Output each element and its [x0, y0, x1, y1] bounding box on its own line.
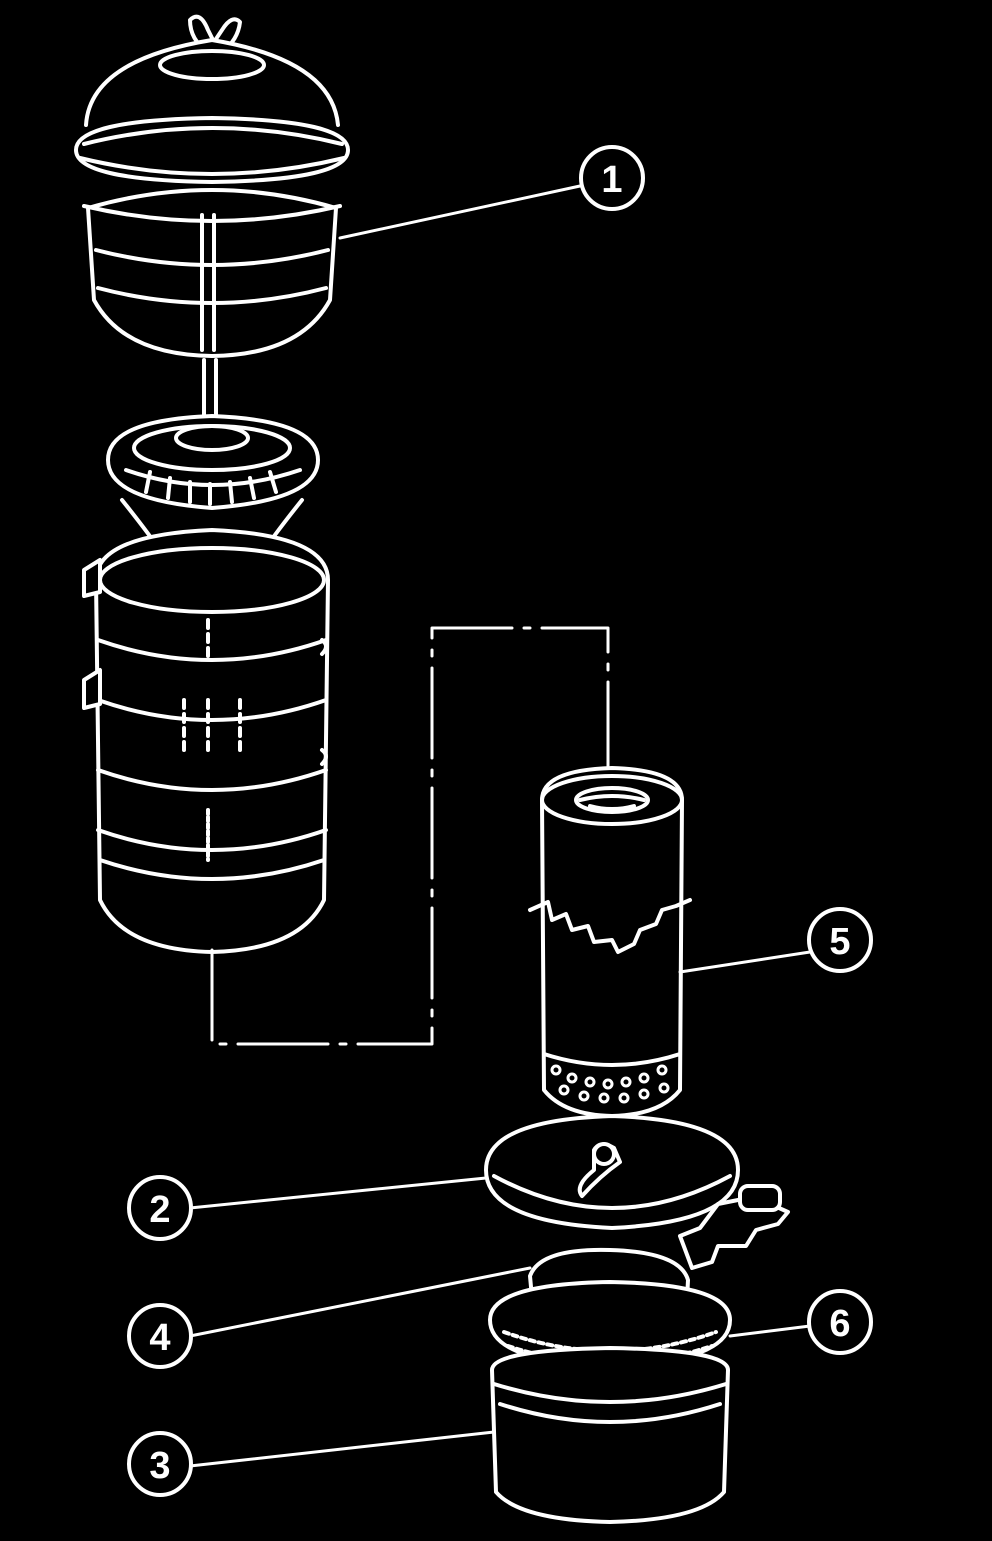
leader-line-4: [188, 1266, 532, 1338]
callout-label-3: 3: [149, 1445, 170, 1487]
callout-circles: [127, 145, 873, 1497]
leader-line-6: [728, 1324, 812, 1338]
leader-lines: [188, 184, 812, 1468]
main-housing: [84, 530, 328, 952]
callout-circle-6: [807, 1289, 873, 1355]
callout-label-4: 4: [149, 1317, 170, 1359]
leader-line-1: [338, 184, 582, 240]
callout-circle-4: [127, 1303, 193, 1369]
assembly-guide-lines: [210, 626, 610, 1046]
callout-circle-1: [579, 145, 645, 211]
callout-label-1: 1: [601, 159, 622, 201]
callout-circle-5: [807, 907, 873, 973]
leader-line-3: [188, 1430, 496, 1468]
callout-label-6: 6: [829, 1303, 850, 1345]
callout-label-5: 5: [829, 921, 850, 963]
clamp-ring: [486, 1116, 788, 1268]
callout-label-2: 2: [149, 1189, 170, 1231]
callout-circle-2: [127, 1175, 193, 1241]
leader-line-2: [188, 1176, 488, 1210]
callout-labels: 1 2 3 4 5 6: [149, 159, 850, 1487]
leader-line-5: [678, 950, 812, 974]
center-rod: [204, 360, 216, 420]
top-cover-dome: [76, 17, 348, 356]
dust-cup: [492, 1348, 728, 1522]
callout-circle-3: [127, 1431, 193, 1497]
filter-cartridge: [530, 768, 690, 1116]
